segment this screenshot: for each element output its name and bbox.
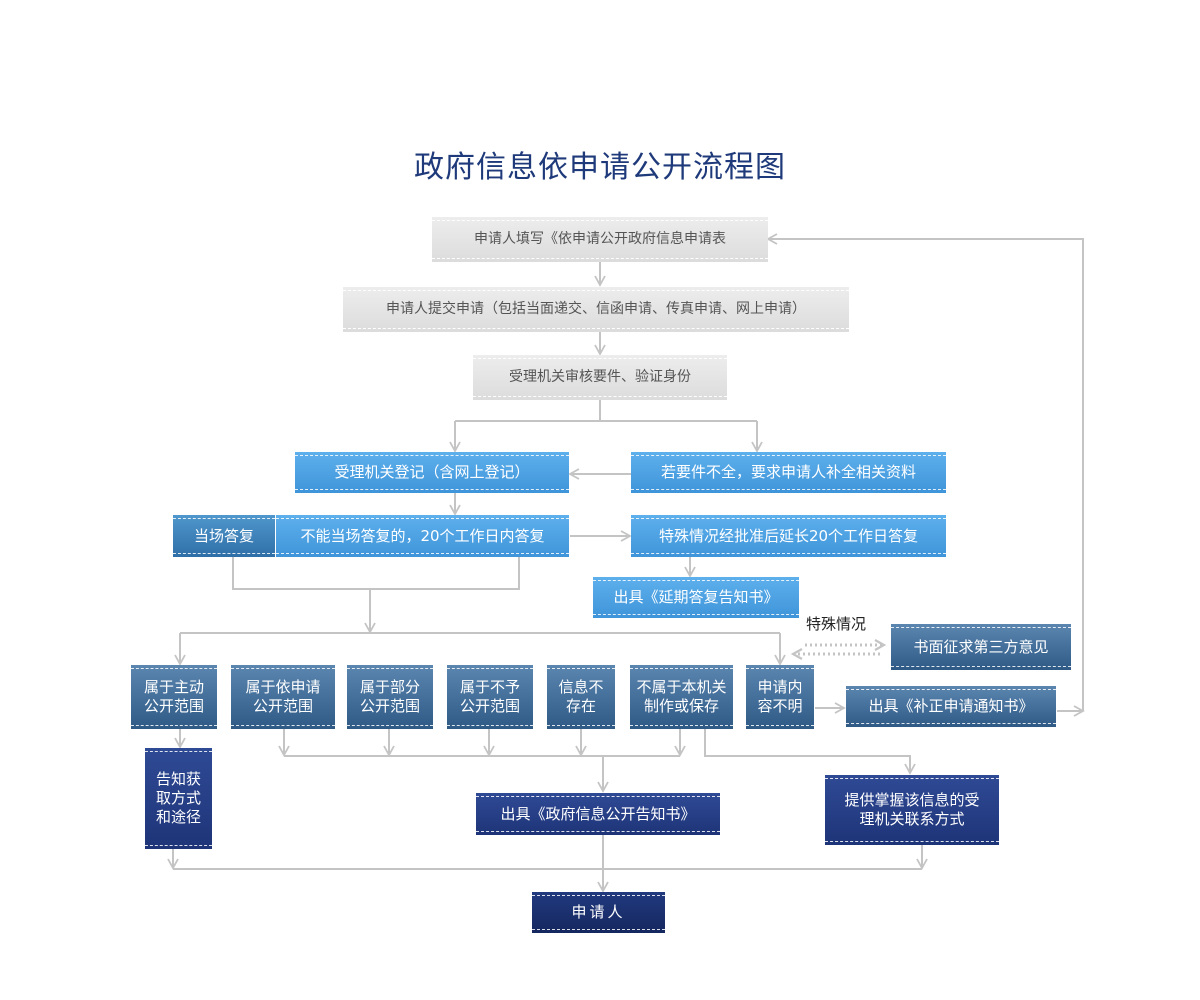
category-partial-label: 属于部分公开范围 xyxy=(359,678,420,715)
within-20-days-box: 不能当场答复的，20个工作日内答复 xyxy=(276,515,569,557)
applicant-box: 申请人 xyxy=(532,892,665,933)
extend-20-days-box: 特殊情况经批准后延长20个工作日答复 xyxy=(631,515,946,557)
category-not-this-agency: 不属于本机关制作或保存 xyxy=(630,665,733,729)
category-by-request-label: 属于依申请公开范围 xyxy=(245,678,321,715)
category-active-disclosure: 属于主动公开范围 xyxy=(131,665,217,729)
category-by-request: 属于依申请公开范围 xyxy=(231,665,335,729)
category-not-disclosed: 属于不予公开范围 xyxy=(447,665,533,729)
category-unclear: 申请内容不明 xyxy=(746,665,814,729)
category-unclear-label: 申请内容不明 xyxy=(757,678,803,715)
on-site-reply-box: 当场答复 xyxy=(173,515,275,557)
third-party-opinion-box: 书面征求第三方意见 xyxy=(891,624,1071,670)
page-title: 政府信息依申请公开流程图 xyxy=(414,150,786,185)
category-not-this-agency-label: 不属于本机关制作或保存 xyxy=(636,678,727,715)
delay-notice-box: 出具《延期答复告知书》 xyxy=(593,577,799,618)
review-identity-box: 受理机关审核要件、验证身份 xyxy=(473,355,727,400)
incomplete-box: 若要件不全，要求申请人补全相关资料 xyxy=(631,452,946,493)
fill-form-box: 申请人填写《依申请公开政府信息申请表 xyxy=(432,217,768,262)
special-case-label: 特殊情况 xyxy=(806,615,867,633)
inform-method-box: 告知获取方式和途径 xyxy=(145,748,212,849)
category-not-exist-label: 信息不存在 xyxy=(558,678,604,715)
correction-notice-box: 出具《补正申请通知书》 xyxy=(846,686,1056,727)
category-active-label: 属于主动公开范围 xyxy=(143,678,204,715)
category-not-exist: 信息不存在 xyxy=(547,665,615,729)
gov-info-notice-box: 出具《政府信息公开告知书》 xyxy=(476,793,720,835)
inform-method-label: 告知获取方式和途径 xyxy=(155,770,201,826)
category-partial: 属于部分公开范围 xyxy=(347,665,433,729)
provide-contact-box: 提供掌握该信息的受理机关联系方式 xyxy=(825,775,999,845)
submit-application-box: 申请人提交申请（包括当面递交、信函申请、传真申请、网上申请） xyxy=(343,287,849,332)
provide-contact-label: 提供掌握该信息的受理机关联系方式 xyxy=(844,791,980,828)
category-not-disclosed-label: 属于不予公开范围 xyxy=(459,678,520,715)
register-box: 受理机关登记（含网上登记） xyxy=(295,452,569,493)
